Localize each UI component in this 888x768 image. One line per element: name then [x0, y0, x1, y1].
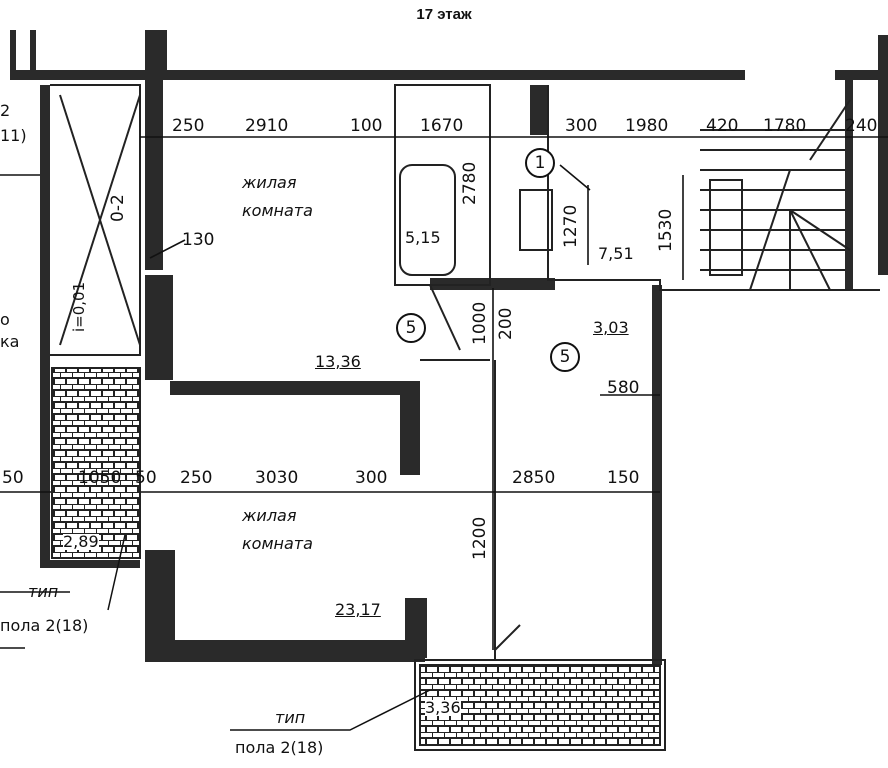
- room-living-2-line1: жилая: [242, 506, 297, 525]
- dim-3030: 3030: [255, 468, 299, 488]
- dim-300-top: 300: [565, 116, 598, 136]
- area-3-03: 3,03: [593, 318, 629, 337]
- dim-1270: 1270: [561, 204, 581, 248]
- area-2-89: 2,89: [63, 532, 99, 551]
- room-living-1-line2: комната: [242, 201, 313, 220]
- left-note-ka: ка: [0, 332, 20, 351]
- dim-420: 420: [706, 116, 739, 136]
- dim-100: 100: [350, 116, 383, 136]
- area-7-51: 7,51: [598, 244, 634, 263]
- slope-label: i=0,01: [70, 281, 88, 332]
- left-note-o: о: [0, 310, 10, 329]
- marker-1: 1: [525, 148, 555, 178]
- dim-50-mid: 50: [135, 468, 157, 488]
- dim-200: 200: [496, 307, 516, 340]
- area-3-36: 3,36: [425, 698, 461, 717]
- dim-1980: 1980: [625, 116, 669, 136]
- floor-type-left-1: тип: [28, 582, 59, 601]
- floor-type-bottom-1: тип: [275, 708, 306, 727]
- left-note-11: 11): [0, 126, 27, 145]
- dim-1780: 1780: [763, 116, 807, 136]
- dim-0-2: 0-2: [108, 194, 128, 222]
- dim-130: 130: [182, 230, 215, 250]
- dim-2910: 2910: [245, 116, 289, 136]
- marker-5-a: 5: [396, 313, 426, 343]
- left-note-2: 2: [0, 101, 11, 120]
- thin-lines: [50, 84, 880, 751]
- dim-1000: 1000: [470, 301, 490, 345]
- dim-2780: 2780: [460, 161, 480, 205]
- area-13-36: 13,36: [315, 352, 361, 371]
- dim-1050: 1050: [78, 468, 122, 488]
- room-living-1-line1: жилая: [242, 173, 297, 192]
- dim-2850: 2850: [512, 468, 556, 488]
- loggia-left-tiles: [51, 367, 141, 559]
- walls: [10, 30, 888, 665]
- area-5-15: 5,15: [405, 228, 441, 247]
- dim-240: 240: [845, 116, 878, 136]
- dim-1670: 1670: [420, 116, 464, 136]
- dim-1200: 1200: [470, 516, 490, 560]
- dim-250-top: 250: [172, 116, 205, 136]
- leader-lines: [0, 534, 431, 731]
- area-23-17: 23,17: [335, 600, 381, 619]
- floor-type-bottom-2: пола 2(18): [235, 738, 324, 757]
- dim-50-left: 50: [2, 468, 24, 488]
- dim-1530: 1530: [656, 208, 676, 252]
- dim-150: 150: [607, 468, 640, 488]
- floor-title: 17 этаж: [416, 6, 472, 23]
- floor-type-left-2: пола 2(18): [0, 616, 89, 635]
- dim-300-mid: 300: [355, 468, 388, 488]
- room-living-2-line2: комната: [242, 534, 313, 553]
- dim-580: 580: [607, 378, 640, 398]
- dim-250-mid: 250: [180, 468, 213, 488]
- marker-5-b: 5: [550, 342, 580, 372]
